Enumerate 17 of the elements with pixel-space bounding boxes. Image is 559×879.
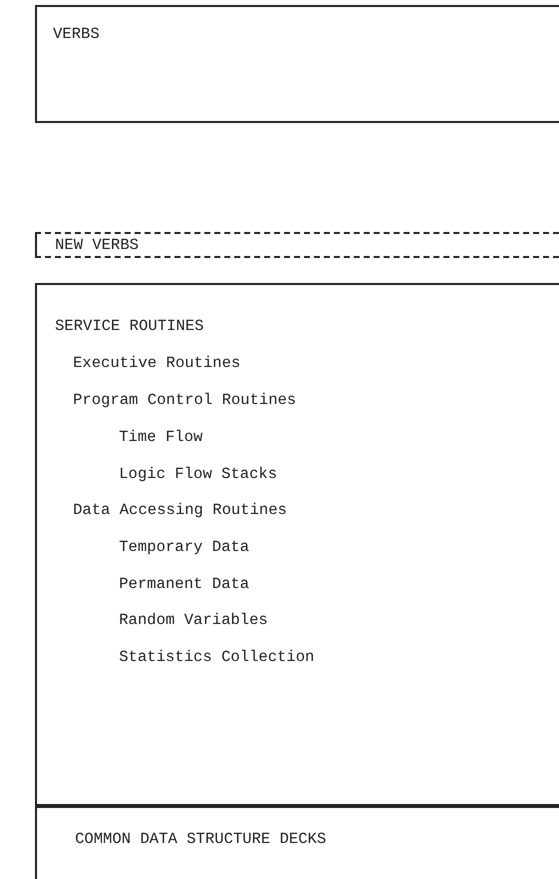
list-item: Logic Flow Stacks	[119, 465, 278, 483]
list-item: Data Accessing Routines	[73, 501, 287, 519]
layer-box	[35, 5, 559, 123]
box-heading: SERVICE ROUTINES	[55, 317, 204, 335]
list-item: Random Variables	[119, 611, 268, 629]
band-label: NEW VERBS	[55, 236, 139, 254]
list-item: Time Flow	[119, 428, 203, 446]
list-item: Executive Routines	[73, 354, 240, 372]
list-item: Permanent Data	[119, 575, 250, 593]
layer-box	[35, 806, 559, 879]
list-item: Statistics Collection	[119, 648, 314, 666]
layer-box	[35, 283, 559, 806]
box-heading: VERBS	[53, 25, 100, 43]
list-item: Temporary Data	[119, 538, 250, 556]
dashed-band	[35, 232, 559, 258]
box-heading: COMMON DATA STRUCTURE DECKS	[75, 830, 326, 848]
list-item: Program Control Routines	[73, 391, 296, 409]
